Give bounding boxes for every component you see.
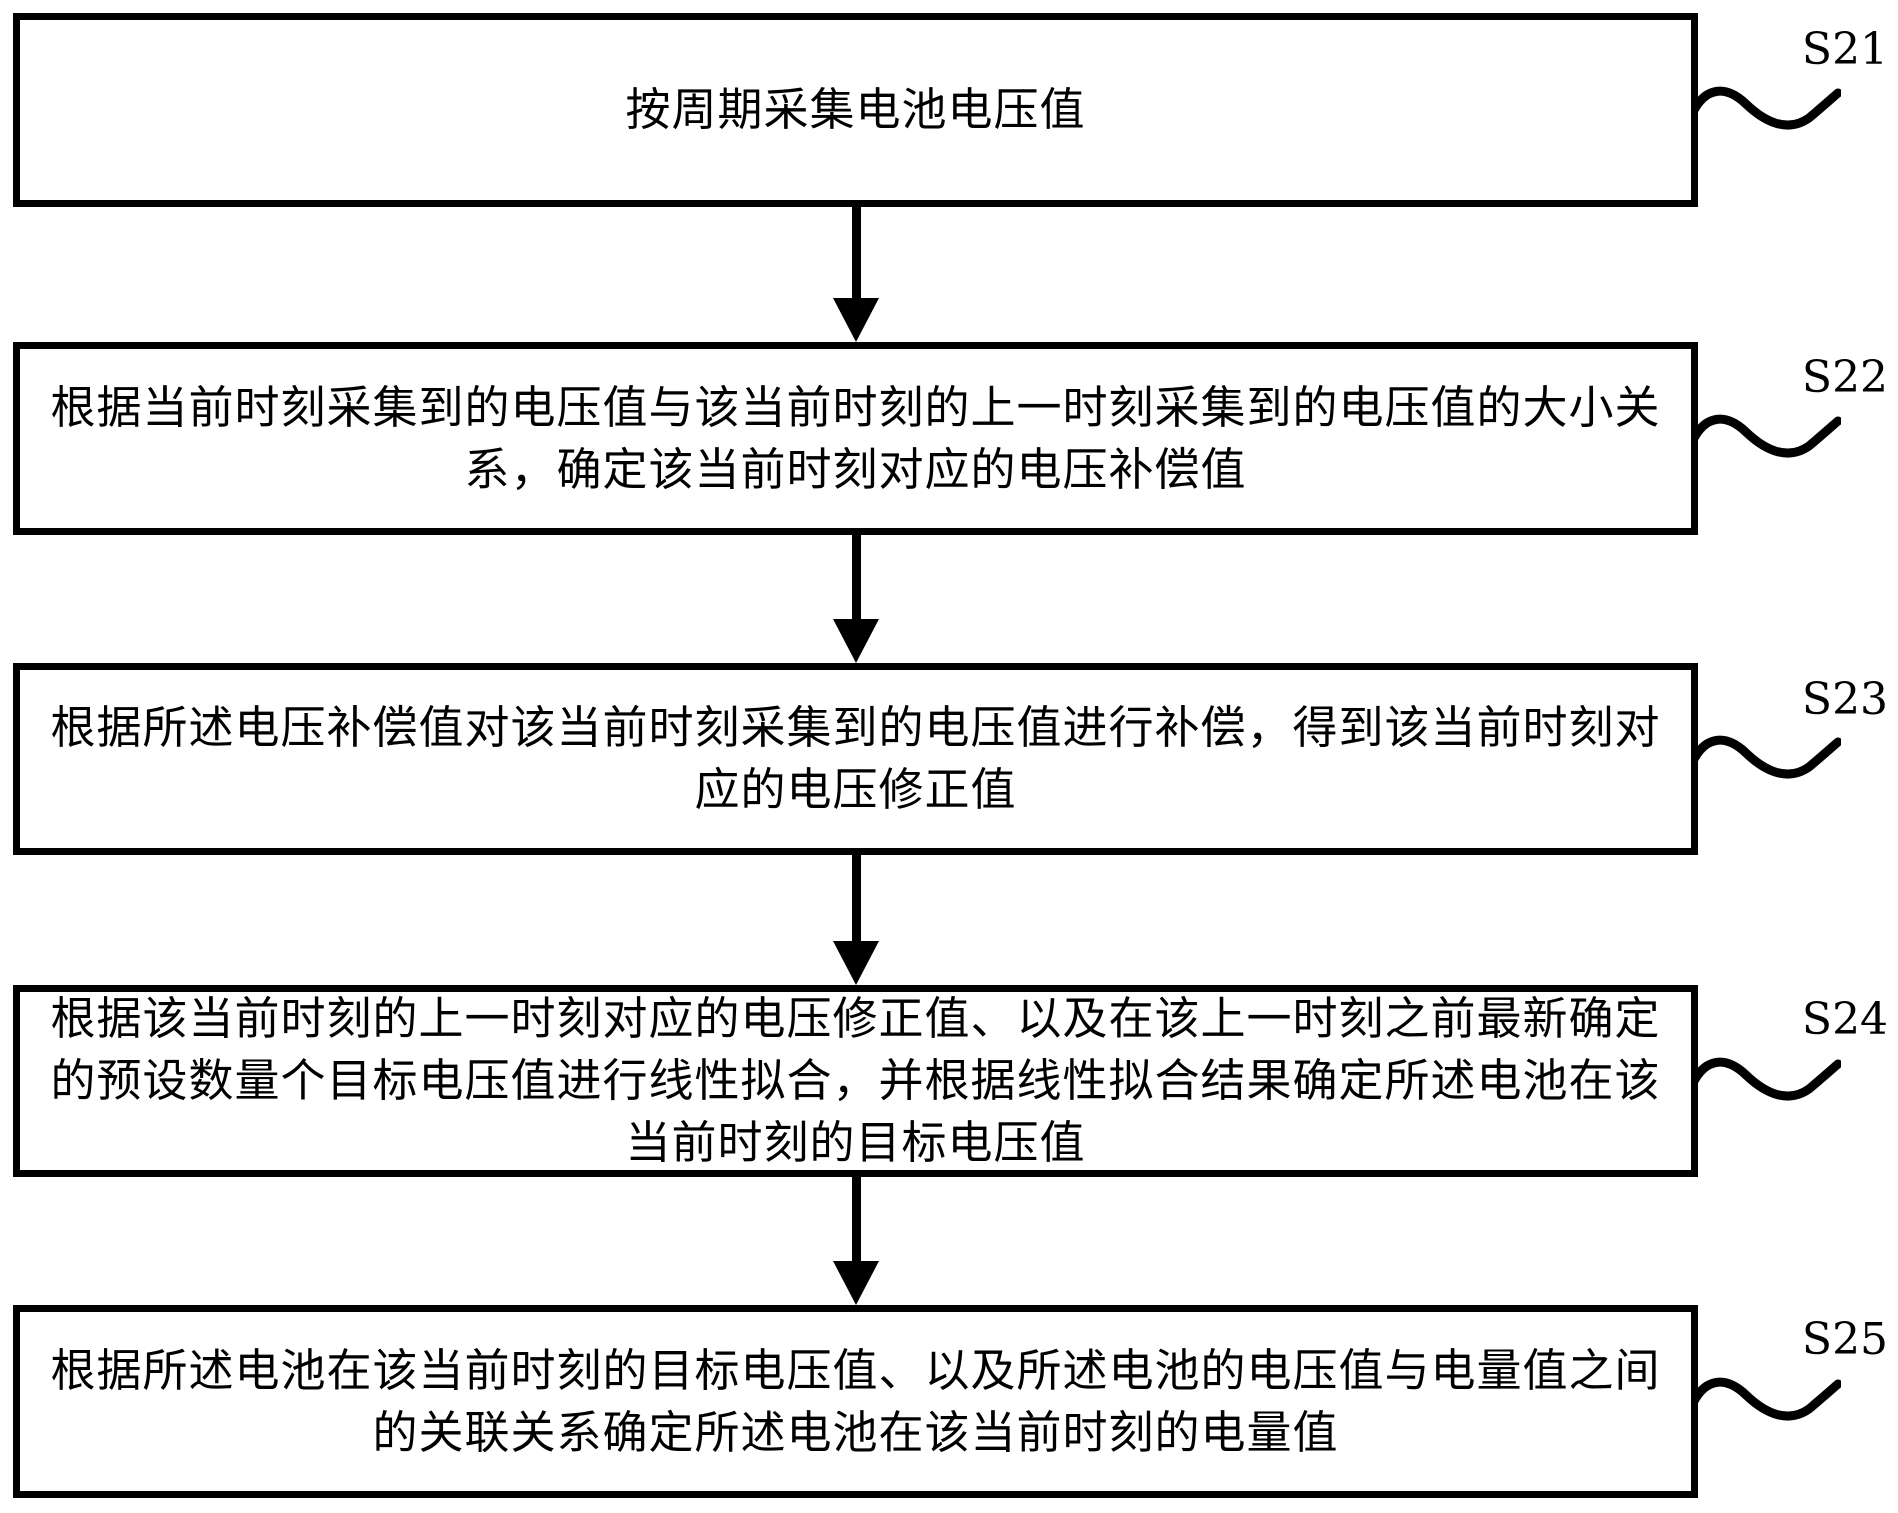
step-box-s21: 按周期采集电池电压值 <box>13 13 1698 207</box>
connector-squiggle-s24 <box>1691 1057 1841 1101</box>
connector-squiggle-s25 <box>1691 1377 1841 1421</box>
step-box-s22: 根据当前时刻采集到的电压值与该当前时刻的上一时刻采集到的电压值的大小关 系，确定… <box>13 342 1698 535</box>
step-s21-text-line: 按周期采集电池电压值 <box>625 85 1086 135</box>
step-s22-text-line: 系，确定该当前时刻对应的电压补偿值 <box>464 444 1247 495</box>
step-label-s22: S22 <box>1801 352 1889 403</box>
arrow-shaft <box>852 855 861 943</box>
arrow-shaft <box>852 207 861 300</box>
step-s23-text-line: 根据所述电压补偿值对该当前时刻采集到的电压值进行补偿，得到该当前时刻对 <box>50 703 1661 753</box>
step-s24-text-line: 根据该当前时刻的上一时刻对应的电压修正值、以及在该上一时刻之前最新确定 <box>50 994 1661 1044</box>
arrow-head-icon <box>833 1261 879 1305</box>
step-box-s23: 根据所述电压补偿值对该当前时刻采集到的电压值进行补偿，得到该当前时刻对 应的电压… <box>13 663 1698 855</box>
step-label-s21: S21 <box>1801 24 1889 75</box>
step-label-s25: S25 <box>1801 1314 1889 1365</box>
arrow-shaft <box>852 1177 861 1263</box>
connector-squiggle-s21 <box>1691 86 1841 130</box>
arrow-head-icon <box>833 941 879 985</box>
step-s24-text-line: 的预设数量个目标电压值进行线性拟合，并根据线性拟合结果确定所述电池在该 <box>50 1056 1661 1106</box>
step-s22-text-line: 根据当前时刻采集到的电压值与该当前时刻的上一时刻采集到的电压值的大小关 <box>50 382 1661 433</box>
step-label-s24: S24 <box>1801 994 1889 1045</box>
step-s25-text-line: 的关联关系确定所述电池在该当前时刻的电量值 <box>372 1407 1339 1458</box>
step-label-s23: S23 <box>1801 674 1889 725</box>
step-box-s25: 根据所述电池在该当前时刻的目标电压值、以及所述电池的电压值与电量值之间 的关联关… <box>13 1305 1698 1498</box>
connector-squiggle-s23 <box>1691 735 1841 779</box>
arrow-head-icon <box>833 298 879 342</box>
step-s25-text-line: 根据所述电池在该当前时刻的目标电压值、以及所述电池的电压值与电量值之间 <box>50 1345 1661 1396</box>
arrow-head-icon <box>833 619 879 663</box>
step-s24-text-line: 当前时刻的目标电压值 <box>625 1118 1086 1168</box>
step-s23-text-line: 应的电压修正值 <box>694 765 1017 815</box>
arrow-shaft <box>852 535 861 621</box>
step-box-s24: 根据该当前时刻的上一时刻对应的电压修正值、以及在该上一时刻之前最新确定 的预设数… <box>13 985 1698 1177</box>
connector-squiggle-s22 <box>1691 414 1841 458</box>
